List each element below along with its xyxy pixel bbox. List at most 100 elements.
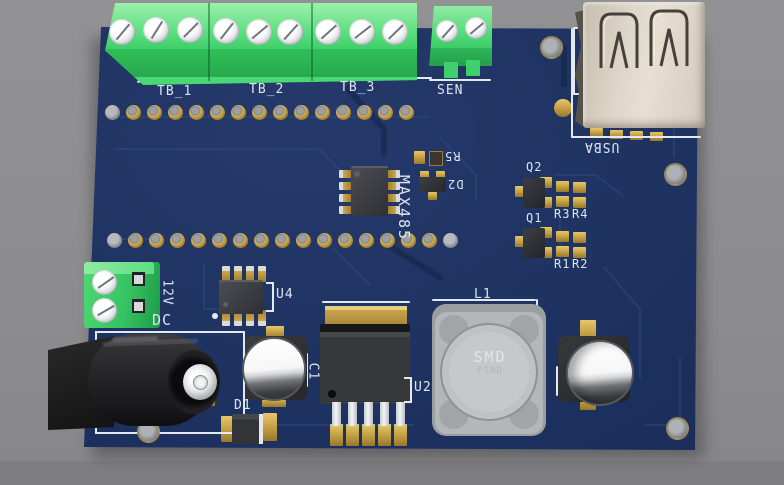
silk-label-u4: U4 xyxy=(276,287,294,302)
hole xyxy=(233,233,248,248)
d2-pad xyxy=(428,192,437,200)
c1-pad xyxy=(262,396,286,407)
silk-label-d2: D2 xyxy=(447,177,464,191)
hole xyxy=(336,105,351,120)
ic-lead xyxy=(339,194,352,202)
terminal-foot xyxy=(466,60,480,76)
terminal-front-face xyxy=(105,49,417,79)
silk-bracket xyxy=(404,377,412,403)
ic-lead xyxy=(387,194,400,202)
hole xyxy=(254,233,269,248)
q1-pad xyxy=(515,236,526,247)
u2-tab-pad xyxy=(325,306,407,326)
silk-label-12v: 12V xyxy=(159,279,175,306)
hole xyxy=(189,105,204,120)
hole xyxy=(317,233,332,248)
u2-leg xyxy=(396,402,405,426)
silk-label-d1: D1 xyxy=(234,398,252,413)
q2-pad xyxy=(540,177,552,188)
hole xyxy=(105,105,120,120)
u2-leg xyxy=(364,402,373,426)
hole xyxy=(422,233,437,248)
screw xyxy=(213,18,239,44)
ic-lead xyxy=(387,206,400,214)
usb-shield-pad xyxy=(554,99,572,117)
screw xyxy=(277,19,303,45)
hole xyxy=(147,105,162,120)
silk-label-r4: R4 xyxy=(572,207,589,221)
terminal-front-face xyxy=(428,48,492,66)
d1-pad xyxy=(263,413,277,441)
silk-label-max485: MAX485 xyxy=(395,174,413,242)
terminal-seam xyxy=(311,3,313,81)
d1-diode xyxy=(232,414,260,444)
usb-pad xyxy=(590,128,603,137)
q2-transistor xyxy=(523,178,545,208)
ic-lead xyxy=(339,182,352,190)
screw xyxy=(315,19,341,45)
q2-pad xyxy=(515,186,526,197)
r5-pad xyxy=(429,151,443,166)
hole xyxy=(128,233,143,248)
ic-lead xyxy=(246,310,254,326)
screw xyxy=(246,19,272,45)
r1-pad xyxy=(556,246,569,257)
d2-pad xyxy=(436,171,445,180)
silk-line xyxy=(571,136,701,138)
hole xyxy=(296,233,311,248)
d2-diode xyxy=(419,177,446,192)
inductor-graphic xyxy=(432,304,546,436)
terminal-seam xyxy=(208,3,210,81)
r4-pad xyxy=(573,197,586,208)
ic-lead xyxy=(222,310,230,326)
clamp-slot xyxy=(132,272,145,286)
u4-ic xyxy=(219,280,263,314)
r1-pad xyxy=(556,231,569,242)
r2-pad xyxy=(573,232,586,243)
silk-label-l1: L1 xyxy=(474,287,492,302)
d1-pad xyxy=(221,416,233,442)
hole xyxy=(275,233,290,248)
hole xyxy=(357,105,372,120)
silk-line xyxy=(306,353,308,387)
hole xyxy=(338,233,353,248)
silk-bracket xyxy=(266,282,274,312)
silk-label-r3: R3 xyxy=(554,207,571,221)
sen-terminal-block xyxy=(428,6,492,80)
mounting-hole xyxy=(664,163,687,186)
ic-lead xyxy=(387,170,400,178)
terminal-foot xyxy=(444,62,458,78)
ic-lead xyxy=(234,310,242,326)
terminal-block-strip xyxy=(105,3,417,85)
u2-regulator xyxy=(320,324,410,404)
hole xyxy=(191,233,206,248)
ic-lead xyxy=(234,266,242,282)
c1-capacitor xyxy=(242,337,306,401)
hole xyxy=(399,105,414,120)
d1-cathode-stripe xyxy=(259,414,263,444)
r3-pad xyxy=(556,181,569,192)
header-hole-row-top xyxy=(105,105,414,120)
hole xyxy=(378,105,393,120)
silk-label-r2: R2 xyxy=(572,257,589,271)
silk-label-tb2: TB_2 xyxy=(249,82,285,97)
ic-lead xyxy=(258,310,266,326)
clamp-slot xyxy=(132,299,145,313)
hole xyxy=(443,233,458,248)
pin1-dot xyxy=(354,171,360,177)
q1-transistor xyxy=(523,228,545,258)
l1-inductor xyxy=(430,302,550,445)
pin-tip xyxy=(193,375,208,390)
silk-line xyxy=(322,301,410,303)
backdrop-floor xyxy=(0,461,784,485)
silk-line xyxy=(556,366,558,396)
silk-line xyxy=(432,299,536,301)
silk-label-r5: R5 xyxy=(444,149,461,163)
max485-ic xyxy=(351,166,388,216)
u2-leg xyxy=(332,402,341,426)
mounting-hole xyxy=(540,36,563,59)
hole xyxy=(126,105,141,120)
screw xyxy=(92,298,117,323)
hole xyxy=(401,233,416,248)
